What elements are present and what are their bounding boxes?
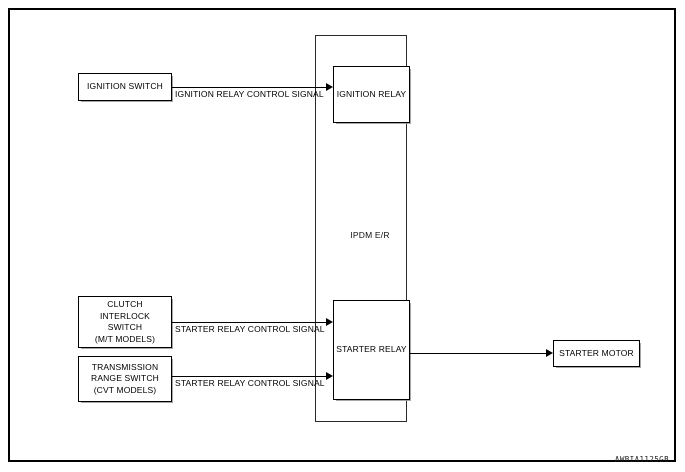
- arrowhead-ignition-relay: [326, 83, 333, 91]
- block-clutch-interlock-switch-label: CLUTCH INTERLOCK SWITCH (M/T MODELS): [94, 299, 156, 344]
- signal-label-starter-relay-control-cvt: STARTER RELAY CONTROL SIGNAL: [175, 378, 325, 388]
- block-transmission-range-switch: TRANSMISSION RANGE SWITCH (CVT MODELS): [78, 356, 172, 402]
- block-starter-relay-label: STARTER RELAY: [336, 344, 407, 355]
- figure-reference-code: AWBIA1125GB: [614, 455, 669, 464]
- block-starter-motor: STARTER MOTOR: [553, 340, 640, 367]
- block-transmission-range-switch-label: TRANSMISSION RANGE SWITCH (CVT MODELS): [91, 361, 159, 395]
- block-starter-motor-label: STARTER MOTOR: [559, 347, 634, 358]
- page-border: [8, 8, 676, 462]
- ipdm-er-enclosure: [315, 35, 407, 422]
- block-ignition-relay-label: IGNITION RELAY: [336, 88, 407, 99]
- arrowhead-starter-relay-cvt: [326, 372, 333, 380]
- block-ignition-switch: IGNITION SWITCH: [78, 73, 172, 101]
- arrowhead-starter-relay-mt: [326, 318, 333, 326]
- connector-starter-relay-to-starter-motor: [410, 353, 547, 354]
- block-starter-relay: STARTER RELAY: [333, 300, 410, 400]
- block-ignition-switch-label: IGNITION SWITCH: [87, 81, 163, 92]
- block-ignition-relay: IGNITION RELAY: [333, 66, 410, 123]
- arrowhead-starter-motor: [546, 349, 553, 357]
- ipdm-er-label: IPDM E/R: [350, 230, 390, 240]
- block-clutch-interlock-switch: CLUTCH INTERLOCK SWITCH (M/T MODELS): [78, 296, 172, 348]
- connector-transmission-switch-to-starter-relay: [172, 376, 327, 377]
- connector-ignition-switch-to-ignition-relay: [172, 87, 327, 88]
- signal-label-starter-relay-control-mt: STARTER RELAY CONTROL SIGNAL: [175, 324, 325, 334]
- connector-clutch-switch-to-starter-relay: [172, 322, 327, 323]
- signal-label-ignition-relay-control: IGNITION RELAY CONTROL SIGNAL: [175, 89, 324, 99]
